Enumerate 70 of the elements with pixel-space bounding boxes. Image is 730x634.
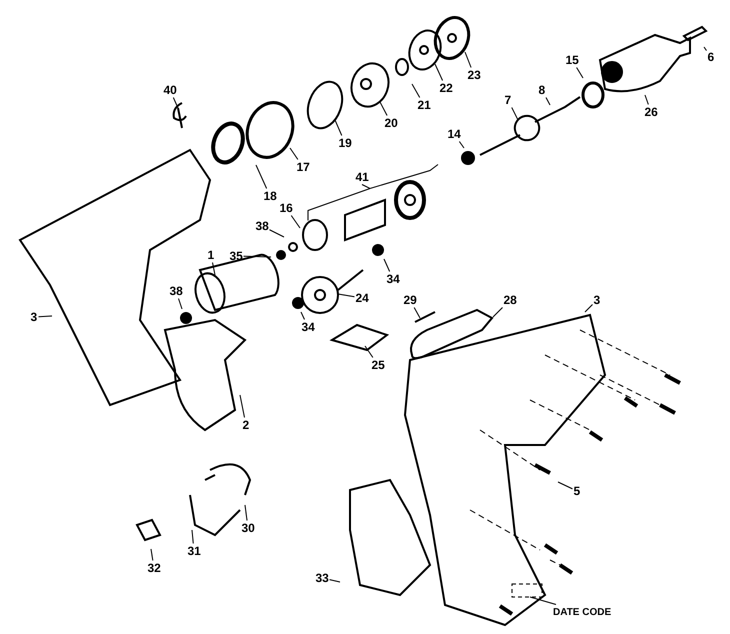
callout-number: 23 (468, 68, 481, 82)
callout-number: 38 (256, 220, 269, 232)
leader-line (380, 102, 388, 116)
leader-line (364, 346, 374, 358)
callout-number: 41 (356, 170, 369, 184)
leader-line (546, 97, 550, 106)
callout-number: 28 (504, 294, 517, 306)
leader-line (338, 294, 355, 298)
callout-number: 3 (30, 310, 38, 324)
callout-number: 32 (148, 562, 161, 574)
leader-line (212, 262, 216, 276)
leader-line (576, 67, 584, 78)
leader-line (334, 120, 342, 136)
callout-number: 5 (574, 484, 580, 498)
leader-line (704, 46, 707, 52)
callout-number: 34 (302, 320, 315, 334)
leader-line (290, 215, 300, 228)
leader-line (492, 307, 503, 318)
callout-number: 30 (242, 522, 255, 534)
leader-line (38, 316, 52, 318)
leader-line (530, 596, 556, 605)
leader-line (150, 548, 154, 561)
callout-number: 34 (386, 272, 400, 286)
callout-number: 33 (316, 572, 329, 584)
callout-number: 3 (594, 294, 600, 306)
callout-number: 2 (242, 418, 250, 432)
leader-line (464, 52, 472, 68)
leader-line (458, 141, 464, 148)
leader-line (300, 312, 305, 320)
leader-line (308, 164, 438, 221)
leader-line (240, 394, 245, 418)
leader-line (269, 229, 284, 238)
callout-number: 29 (404, 294, 417, 306)
callout-number: 15 (566, 54, 579, 66)
leader-line (414, 307, 420, 318)
leader-line (178, 298, 182, 310)
callout-number: 31 (188, 544, 201, 558)
leader-line (584, 304, 593, 312)
callout-number: 20 (384, 116, 398, 130)
callout-number: 19 (338, 136, 352, 150)
callout-number: 25 (372, 358, 385, 372)
leader-line (172, 97, 178, 108)
callout-number: 1 (208, 248, 214, 262)
callout-number: 24 (356, 292, 369, 304)
callout-number: 16 (280, 202, 293, 214)
callout-number: 21 (418, 98, 431, 112)
callout-number: 6 (708, 50, 714, 64)
leader-line (256, 164, 268, 189)
callout-number: 38 (170, 284, 183, 298)
leader-line (644, 94, 649, 105)
leader-line (412, 84, 420, 98)
leader-line (192, 530, 194, 544)
callout-number: 7 (504, 94, 512, 106)
callout-number: 18 (264, 190, 277, 202)
leader-line (244, 504, 248, 521)
callout-number: 14 (448, 128, 461, 140)
leader-line (384, 258, 390, 272)
callout-number: DATE CODE (553, 606, 612, 618)
callout-number: 26 (644, 106, 658, 118)
leader-line (290, 148, 298, 160)
callout-number: 40 (164, 84, 177, 96)
callout-number: 35 (230, 250, 243, 262)
leader-line (329, 579, 340, 582)
callout-number: 17 (296, 160, 310, 174)
leader-line (558, 482, 573, 490)
leader-line (511, 107, 518, 120)
callout-number: 8 (538, 84, 546, 96)
leader-line (434, 64, 444, 81)
callout-number: 22 (440, 82, 453, 94)
leader-line (243, 256, 272, 258)
